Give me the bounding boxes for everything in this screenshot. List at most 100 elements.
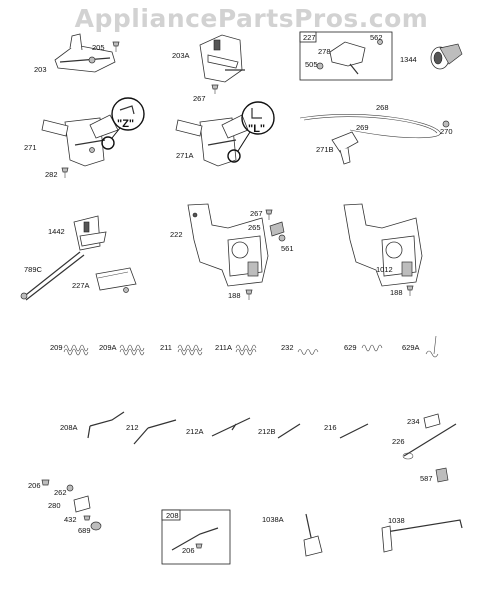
part-203-bracket[interactable] — [54, 33, 116, 73]
part-689-bushing[interactable] — [90, 521, 102, 531]
label-562: 562 — [370, 33, 383, 42]
part-1038a-arm[interactable] — [303, 513, 323, 557]
part-188-screw-a[interactable] — [245, 289, 253, 300]
part-212a-link[interactable] — [211, 417, 251, 437]
label-188-b: 188 — [390, 288, 403, 297]
part-206-screw-a[interactable] — [41, 479, 50, 486]
label-234: 234 — [407, 417, 420, 426]
part-789c-link[interactable] — [20, 251, 85, 301]
part-209a-spring[interactable] — [119, 344, 145, 356]
part-234-bracket[interactable] — [423, 413, 441, 429]
part-203a-bracket[interactable] — [199, 34, 245, 83]
label-209a: 209A — [99, 343, 117, 352]
label-227: 227 — [303, 33, 316, 42]
label-1012: 1012 — [376, 265, 393, 274]
label-212a: 212A — [186, 427, 204, 436]
label-271b: 271B — [316, 145, 334, 154]
part-267-screw-top[interactable] — [211, 84, 219, 94]
part-1038-arm[interactable] — [381, 519, 463, 553]
callout-z-text: "Z" — [117, 118, 134, 130]
part-227a-plate[interactable] — [95, 267, 137, 293]
label-789c: 789C — [24, 265, 43, 274]
label-505: 505 — [305, 60, 318, 69]
label-587: 587 — [420, 474, 433, 483]
label-206-b: 206 — [182, 546, 195, 555]
part-262-nut[interactable] — [66, 484, 74, 492]
label-208a: 208A — [60, 423, 78, 432]
label-212: 212 — [126, 423, 139, 432]
label-262: 262 — [54, 488, 67, 497]
label-203: 203 — [34, 65, 47, 74]
part-629-spring[interactable] — [361, 344, 383, 352]
label-629a: 629A — [402, 343, 420, 352]
label-278: 278 — [318, 47, 331, 56]
part-1012-governor-bracket[interactable] — [343, 203, 423, 287]
label-1442: 1442 — [48, 227, 65, 236]
part-211-spring[interactable] — [177, 344, 203, 356]
callout-l-text: "L" — [248, 123, 265, 135]
label-227a: 227A — [72, 281, 90, 290]
part-587-clip[interactable] — [435, 467, 449, 483]
label-432: 432 — [64, 515, 77, 524]
label-212b: 212B — [258, 427, 276, 436]
part-232-spring[interactable] — [297, 349, 319, 355]
label-205: 205 — [92, 43, 105, 52]
label-209: 209 — [50, 343, 63, 352]
label-282: 282 — [45, 170, 58, 179]
label-270: 270 — [440, 127, 453, 136]
label-269: 269 — [356, 123, 369, 132]
label-232: 232 — [281, 343, 294, 352]
part-208a-link[interactable] — [87, 411, 125, 439]
part-211a-spring[interactable] — [235, 344, 257, 356]
part-282-screw[interactable] — [61, 167, 69, 178]
label-211a: 211A — [215, 343, 232, 352]
part-270-nut[interactable] — [442, 120, 450, 128]
part-226-link[interactable] — [402, 423, 457, 460]
label-1038: 1038 — [388, 516, 405, 525]
label-268: 268 — [376, 103, 389, 112]
part-271a-control-assembly[interactable] — [175, 114, 249, 167]
part-212b-link[interactable] — [277, 423, 301, 439]
part-267-screw-mid[interactable] — [265, 209, 273, 220]
label-280: 280 — [48, 501, 61, 510]
part-209-spring[interactable] — [63, 344, 89, 356]
part-561-nut[interactable] — [278, 234, 286, 242]
label-265: 265 — [248, 223, 261, 232]
label-629: 629 — [344, 343, 357, 352]
label-561: 561 — [281, 244, 294, 253]
part-1344-knob[interactable] — [430, 43, 463, 70]
label-271a: 271A — [176, 151, 194, 160]
label-1344: 1344 — [400, 55, 417, 64]
label-188-a: 188 — [228, 291, 241, 300]
part-227-kit-box[interactable] — [299, 31, 393, 81]
part-268-cable[interactable] — [299, 114, 441, 139]
part-432-screw[interactable] — [83, 515, 91, 521]
part-208-kit-box[interactable] — [161, 509, 231, 565]
label-1038a: 1038A — [262, 515, 284, 524]
part-629a-spring[interactable] — [425, 335, 439, 358]
label-203a: 203A — [172, 51, 190, 60]
part-222-governor-bracket[interactable] — [187, 203, 269, 287]
label-271: 271 — [24, 143, 37, 152]
label-267-top: 267 — [193, 94, 206, 103]
part-280-block[interactable] — [73, 495, 91, 513]
label-208: 208 — [166, 511, 179, 520]
part-265-clip[interactable] — [269, 221, 285, 237]
part-205-screw[interactable] — [112, 41, 120, 52]
label-216: 216 — [324, 423, 337, 432]
label-267-mid: 267 — [250, 209, 263, 218]
label-689: 689 — [78, 526, 91, 535]
label-226: 226 — [392, 437, 405, 446]
part-216-link[interactable] — [339, 423, 369, 439]
label-211: 211 — [160, 343, 172, 352]
part-212-link[interactable] — [133, 419, 177, 445]
part-271b-lever[interactable] — [331, 131, 359, 165]
part-271-control-assembly[interactable] — [41, 114, 119, 167]
part-188-screw-b[interactable] — [406, 285, 414, 296]
part-1442-bracket[interactable] — [73, 215, 107, 251]
label-206-a: 206 — [28, 481, 41, 490]
label-222: 222 — [170, 230, 183, 239]
callout-l: "L" — [227, 101, 275, 163]
callout-z: "Z" — [101, 97, 145, 150]
